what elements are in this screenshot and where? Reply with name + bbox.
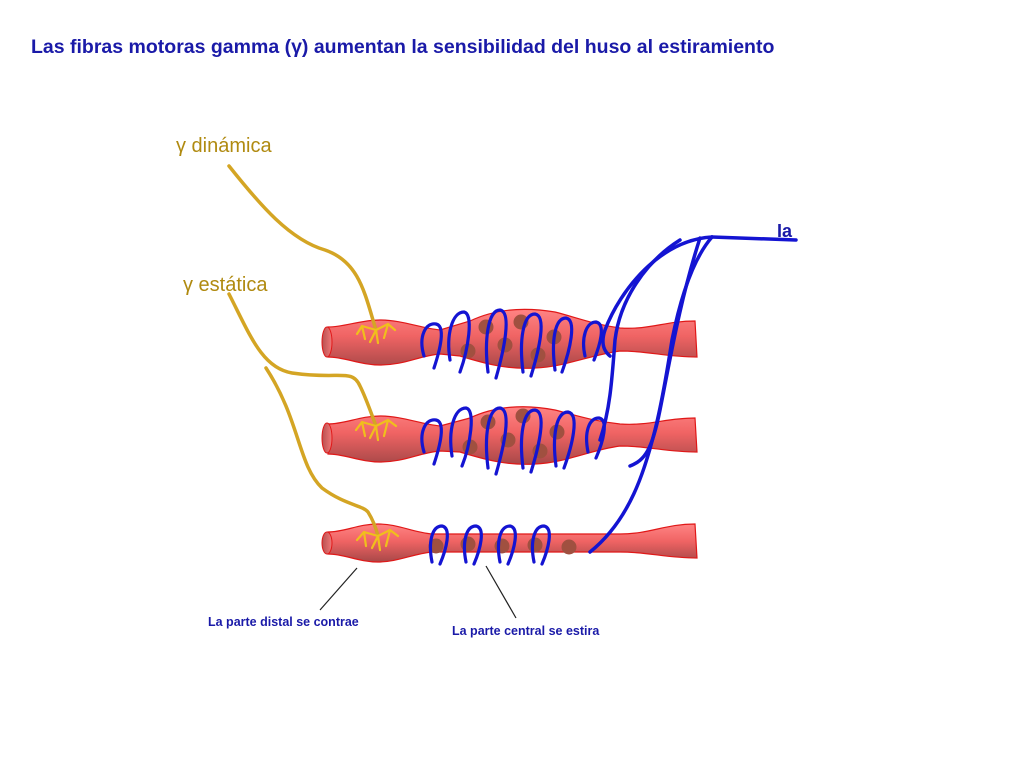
gamma-dynamic-nerve [227, 164, 378, 332]
fiber-3 [321, 523, 698, 563]
gamma-nerves [227, 164, 380, 538]
ending-fiber-2 [354, 418, 398, 442]
gamma-static-nerve-2 [264, 366, 380, 538]
gamma-static-nerve-1 [227, 292, 378, 428]
coils-fiber-1 [420, 308, 603, 380]
ia-branch-1 [601, 235, 714, 358]
gamma-dynamic-label: γ dinámica [176, 135, 272, 157]
ending-fiber-3 [355, 528, 400, 552]
gamma-static-label: γ estática [183, 274, 268, 296]
ia-label: Ia [777, 221, 793, 241]
distal-caption: La parte distal se contrae [208, 615, 359, 629]
ia-branch-1b [598, 238, 682, 442]
ia-main-trunk [710, 235, 798, 242]
central-pointer-line [485, 565, 517, 619]
ia-branch-3 [628, 236, 702, 468]
motor-endings [354, 322, 400, 552]
coils-fiber-2 [420, 406, 606, 476]
ia-afferent-nerve [588, 235, 798, 554]
fiber-1 [321, 308, 698, 369]
coils-fiber-3 [428, 524, 551, 566]
slide-title: Las fibras motoras gamma (γ) aumentan la… [31, 36, 775, 58]
distal-pointer-line [319, 567, 358, 611]
central-caption: La parte central se estira [452, 624, 600, 638]
ending-fiber-1 [355, 322, 397, 345]
annulospiral-coils [420, 308, 606, 566]
